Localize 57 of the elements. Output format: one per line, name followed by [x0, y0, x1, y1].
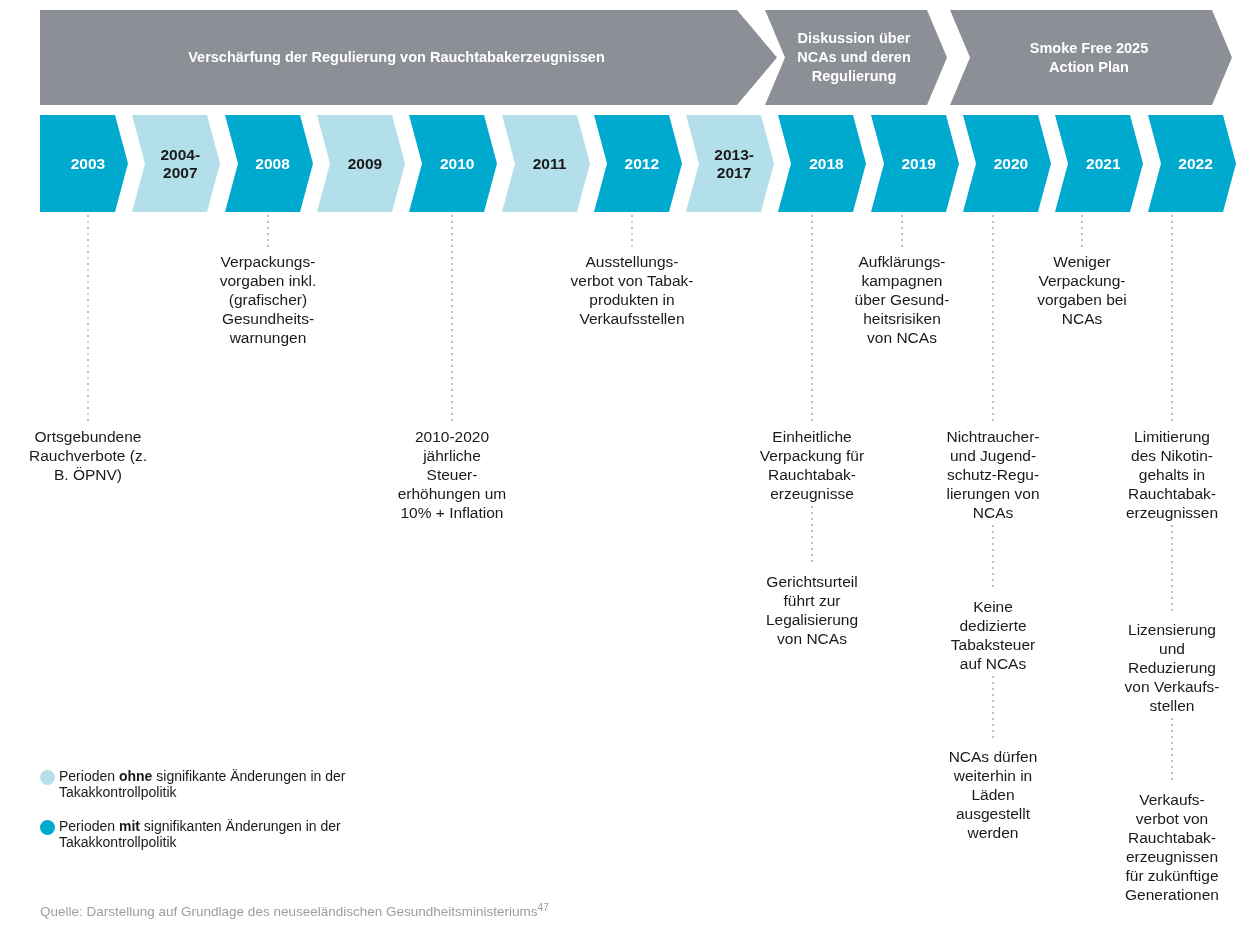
dotted-connector: [1171, 215, 1173, 423]
legend-text: Perioden mit signifikanten Änderungen in der Takakkontrollpolitik: [59, 818, 342, 850]
dotted-connector: [267, 215, 269, 248]
event-text: Ortsgebundene Rauchverbote (z. B. ÖPNV): [28, 427, 148, 484]
event-text: Lizensierung und Reduzierung von Verkaufs- stellen: [1120, 620, 1224, 715]
year-segment: [686, 115, 775, 212]
year-label: 2008: [254, 154, 291, 173]
year-label: 2003: [69, 154, 107, 173]
year-label: 2013- 2017: [713, 145, 755, 182]
year-label: 2020: [992, 154, 1030, 173]
dotted-connector: [1081, 215, 1083, 248]
phase-title: Diskussion über NCAs und deren Regulierung: [796, 29, 912, 86]
year-label: 2010: [438, 154, 476, 173]
dotted-connector: [901, 215, 903, 248]
event-text: Weniger Verpackung- vorgaben bei NCAs: [1037, 252, 1127, 328]
event-text: Verpackungs- vorgaben inkl. (grafischer) Gesundheits- warnungen: [212, 252, 324, 347]
dotted-connector: [992, 215, 994, 423]
event-text: Keine dedizierte Tabaksteuer auf NCAs: [943, 597, 1043, 673]
year-segment: [963, 115, 1051, 212]
dotted-connector: [87, 215, 89, 423]
event-text: Ausstellungs- verbot von Tabak- produkten in Verkaufsstellen: [562, 252, 702, 328]
year-label: 2019: [900, 154, 937, 173]
phase-banner: [765, 10, 947, 105]
event-text: Einheitliche Verpackung für Rauchtabak- erzeugnisse: [748, 427, 876, 503]
year-segment: [1055, 115, 1144, 212]
year-segment: [40, 115, 128, 212]
event-text: Aufklärungs- kampagnen über Gesund- heitsrisiken von NCAs: [852, 252, 952, 347]
year-label: 2011: [531, 154, 568, 173]
source-note: Quelle: Darstellung auf Grundlage des neuseeländischen Gesundheitsministeriums$^{47}$: [40, 902, 549, 921]
event-text: Gerichtsurteil führt zur Legalisierung von NCAs: [756, 572, 868, 648]
year-segment: [778, 115, 867, 212]
dotted-connector: [631, 215, 633, 248]
year-label: 2004- 2007: [159, 145, 202, 182]
event-text: Nichtraucher- und Jugend- schutz-Regu- lierungen von NCAs: [937, 427, 1049, 522]
year-segment: [870, 115, 959, 212]
year-segment: [501, 115, 590, 212]
year-label: 2021: [1085, 154, 1122, 173]
dotted-connector: [811, 215, 813, 423]
phase-banner: [950, 10, 1232, 105]
event-text: NCAs dürfen weiterhin in Läden ausgestellt werden: [943, 747, 1043, 842]
phase-title: Verschärfung der Regulierung von Rauchtabakerzeugnissen: [188, 48, 605, 67]
year-segment: [132, 115, 221, 212]
year-label: 2022: [1177, 154, 1214, 173]
phase-title: Smoke Free 2025 Action Plan: [1028, 38, 1150, 77]
year-segment: [1147, 115, 1236, 212]
year-segment: [409, 115, 498, 212]
year-label: 2012: [623, 154, 661, 173]
event-text: Limitierung des Nikotin- gehalts in Rauchtabak- erzeugnissen: [1123, 427, 1221, 522]
event-text: 2010-2020 jährliche Steuer- erhöhungen um 10% + Inflation: [396, 427, 508, 522]
event-text: Verkaufs- verbot von Rauchtabak- erzeugnissen für zukünftige Generationen: [1117, 790, 1227, 904]
year-label: 2018: [808, 154, 845, 173]
legend-text: Perioden ohne signifikante Änderungen in der Takakkontrollpolitik: [59, 768, 347, 800]
dotted-connector: [451, 215, 453, 423]
year-segment: [224, 115, 313, 212]
year-label: 2009: [346, 154, 384, 173]
year-segment: [316, 115, 405, 212]
year-segment: [593, 115, 682, 212]
